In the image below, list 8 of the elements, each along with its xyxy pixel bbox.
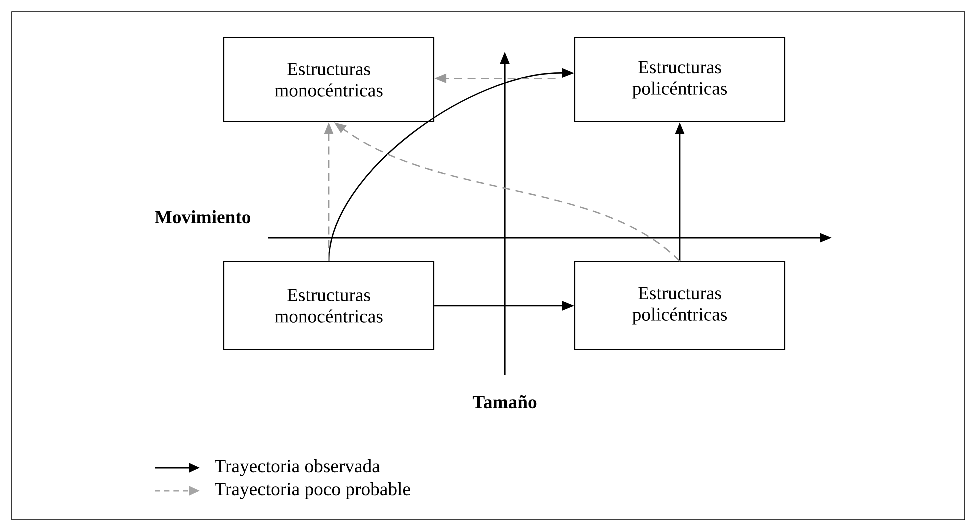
structure-box: Estructuras policéntricas xyxy=(574,37,786,123)
structure-box: Estructuras monocéntricas xyxy=(223,37,435,123)
legend-text: Trayectoria poco probable xyxy=(215,482,410,500)
structure-box: Estructuras monocéntricas xyxy=(223,261,435,351)
legend-text: Trayectoria observada xyxy=(215,460,380,476)
axis-label: Tamaño xyxy=(472,395,537,409)
structure-box: Estructuras policéntricas xyxy=(574,261,786,351)
axis-label: Movimiento xyxy=(155,210,250,224)
